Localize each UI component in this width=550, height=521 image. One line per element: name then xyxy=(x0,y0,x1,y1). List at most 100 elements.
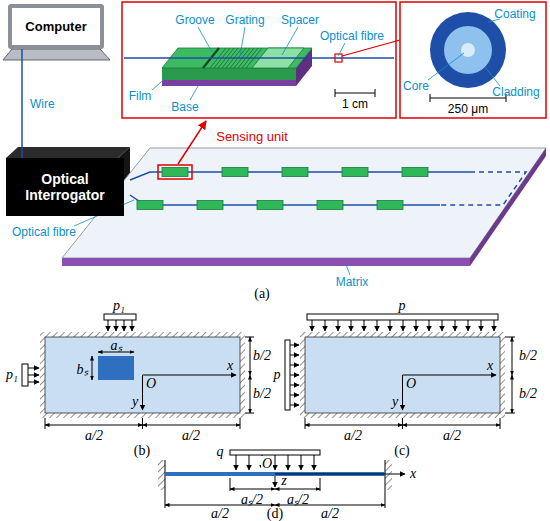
math-symbol: O xyxy=(261,456,273,472)
inset-frame xyxy=(400,2,546,118)
load-arrow xyxy=(290,365,299,366)
math-symbol: x xyxy=(227,358,233,374)
math-symbol: b/2 xyxy=(253,386,271,402)
math-symbol: x xyxy=(410,466,416,482)
node-label: Computer xyxy=(25,19,86,34)
extension-line xyxy=(402,418,403,429)
plate-front xyxy=(62,258,470,266)
panel-label: (c) xyxy=(394,443,410,459)
clamped-edge xyxy=(300,332,505,418)
extension-line xyxy=(240,418,241,429)
load-block xyxy=(22,364,28,386)
leader-line xyxy=(198,27,212,52)
load-arrow xyxy=(312,320,313,331)
panel-label: (b) xyxy=(134,443,150,459)
clamped-wall xyxy=(385,460,392,490)
leader-line xyxy=(190,86,198,100)
math-symbol: a/2 xyxy=(211,506,229,521)
clamped-wall xyxy=(158,460,165,490)
sensing-unit-block xyxy=(317,201,343,210)
load-arrow xyxy=(116,320,117,331)
load-arrow xyxy=(290,375,299,376)
load-arrow xyxy=(325,320,326,331)
dimension-line xyxy=(275,489,320,490)
math-symbol: aₛ/2 xyxy=(287,489,309,508)
load-arrow xyxy=(416,320,417,331)
extension-line xyxy=(500,418,501,429)
load-arrow xyxy=(442,320,443,331)
dimensions xyxy=(45,337,254,429)
math-symbol: aₛ/2 xyxy=(241,489,263,508)
math-symbol: x xyxy=(487,358,493,374)
interrogator-top xyxy=(6,147,130,158)
load-block xyxy=(285,340,290,410)
axis xyxy=(143,375,237,376)
load-arrow xyxy=(275,455,276,470)
dimension-line xyxy=(403,425,501,426)
coating xyxy=(430,12,506,88)
extension-line xyxy=(505,413,515,414)
wire xyxy=(21,49,23,158)
sensing-unit-block xyxy=(197,201,223,210)
sensing-unit-block xyxy=(257,201,283,210)
load-arrow xyxy=(290,385,299,386)
leader-lines xyxy=(152,27,345,100)
scale-label: 250 μm xyxy=(448,102,488,116)
load-arrow xyxy=(249,455,250,470)
dimension-line xyxy=(512,337,513,375)
callout-arrow xyxy=(178,121,206,164)
inset-frame xyxy=(122,2,396,118)
part-label: Optical fibre xyxy=(12,225,76,239)
leader-lines xyxy=(428,19,500,86)
load-arrows xyxy=(236,455,314,470)
dimension-line xyxy=(250,337,251,375)
fibre-dashed xyxy=(440,172,526,205)
math-symbol: bₛ xyxy=(77,359,88,378)
wire-label: Wire xyxy=(28,98,57,110)
scale-tick xyxy=(335,89,336,97)
matrix-plate xyxy=(62,148,546,266)
part-label: Spacer xyxy=(281,13,319,27)
dimension-line xyxy=(230,489,275,490)
dimension-line xyxy=(305,425,403,426)
load-arrow xyxy=(290,395,299,396)
leader-line xyxy=(485,67,500,86)
dimension-line xyxy=(250,375,251,413)
extension-line xyxy=(142,418,143,429)
part-label: Coating xyxy=(494,7,535,21)
part-label: Optical fibre xyxy=(320,29,384,43)
math-symbol: p xyxy=(399,298,406,314)
math-symbol: aₛ xyxy=(111,335,122,354)
leader-line xyxy=(240,27,245,56)
load-arrow xyxy=(124,320,125,331)
math-symbol: a/2 xyxy=(344,428,362,444)
math-symbol: a/2 xyxy=(182,428,200,444)
part-label: Film xyxy=(129,89,152,103)
core xyxy=(461,43,475,57)
math-symbol: y xyxy=(392,394,398,410)
load-arrow xyxy=(290,405,299,406)
grating-unit xyxy=(162,48,312,86)
load-arrow xyxy=(288,455,289,470)
math-symbol: q xyxy=(217,444,224,460)
extension-line xyxy=(305,418,306,429)
panel-label: (a) xyxy=(254,286,270,302)
panel-label: (d) xyxy=(267,506,283,521)
load-arrow xyxy=(494,320,495,331)
axis xyxy=(142,375,143,410)
plate-side xyxy=(470,148,546,266)
part-label: Groove xyxy=(175,13,214,27)
loaded-area xyxy=(98,356,134,380)
clamped-edge xyxy=(40,332,245,418)
scale-label: 1 cm xyxy=(342,97,368,111)
extension-line xyxy=(505,337,515,338)
load-arrow xyxy=(28,382,39,383)
load-arrow xyxy=(290,345,299,346)
math-symbol: b/2 xyxy=(253,348,271,364)
math-symbol: p₁ xyxy=(6,367,18,383)
cladding xyxy=(444,26,492,74)
load-arrow xyxy=(429,320,430,331)
beam-d xyxy=(158,450,405,508)
load-block xyxy=(104,314,136,320)
